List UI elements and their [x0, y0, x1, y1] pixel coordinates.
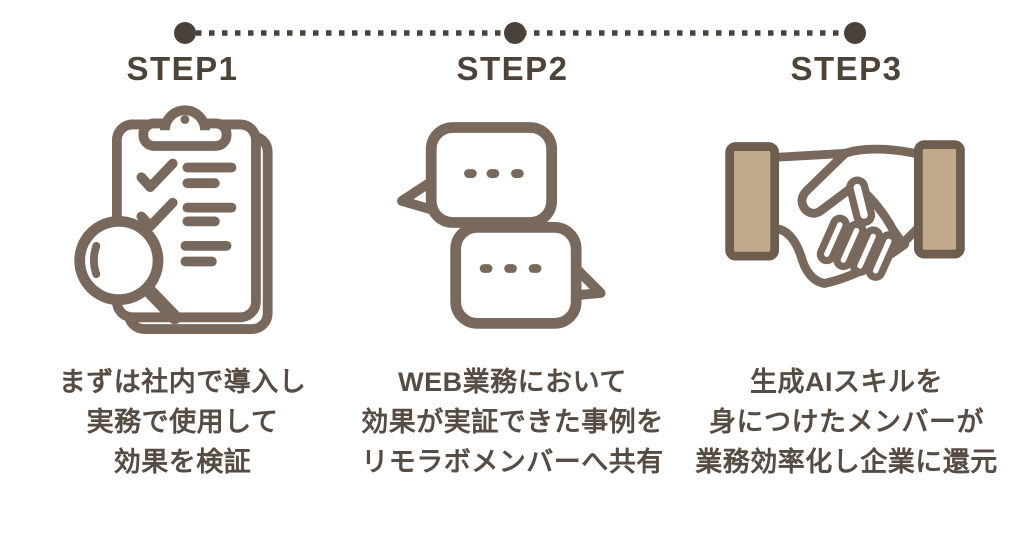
timeline-node	[504, 22, 526, 44]
step-column-3: STEP3 生成AIスキルを	[676, 40, 1017, 482]
step-description-line: WEB業務において	[398, 367, 627, 397]
step-description-line: 効果が実証できた事例を	[361, 407, 664, 437]
step-description-line: まずは社内で導入し	[58, 367, 307, 397]
step-description-line: 身につけたメンバーが	[709, 407, 984, 437]
step-description: WEB業務において 効果が実証できた事例を リモラボメンバーへ共有	[342, 362, 683, 482]
step-column-1: STEP1	[12, 40, 353, 482]
step-column-2: STEP2 WEB業務において 効果が実証できた事例を	[342, 40, 683, 482]
timeline-node	[844, 22, 866, 44]
handshake-icon	[676, 88, 1017, 340]
timeline	[174, 22, 866, 44]
step-label: STEP2	[456, 50, 569, 87]
timeline-node	[174, 22, 196, 44]
step-description-line: リモラボメンバーへ共有	[361, 447, 664, 477]
step-description-line: 実務で使用して	[86, 407, 279, 437]
step-label: STEP3	[790, 50, 903, 87]
step-description: 生成AIスキルを 身につけたメンバーが 業務効率化し企業に還元	[676, 362, 1017, 482]
step-description-line: 生成AIスキルを	[750, 367, 943, 397]
step-description-line: 業務効率化し企業に還元	[695, 447, 998, 477]
clipboard-checklist-magnifier-icon	[12, 88, 353, 340]
step-label: STEP1	[126, 50, 239, 87]
chat-bubbles-icon	[342, 88, 683, 340]
step-description-line: 効果を検証	[113, 447, 252, 477]
step-description: まずは社内で導入し 実務で使用して 効果を検証	[12, 362, 353, 482]
